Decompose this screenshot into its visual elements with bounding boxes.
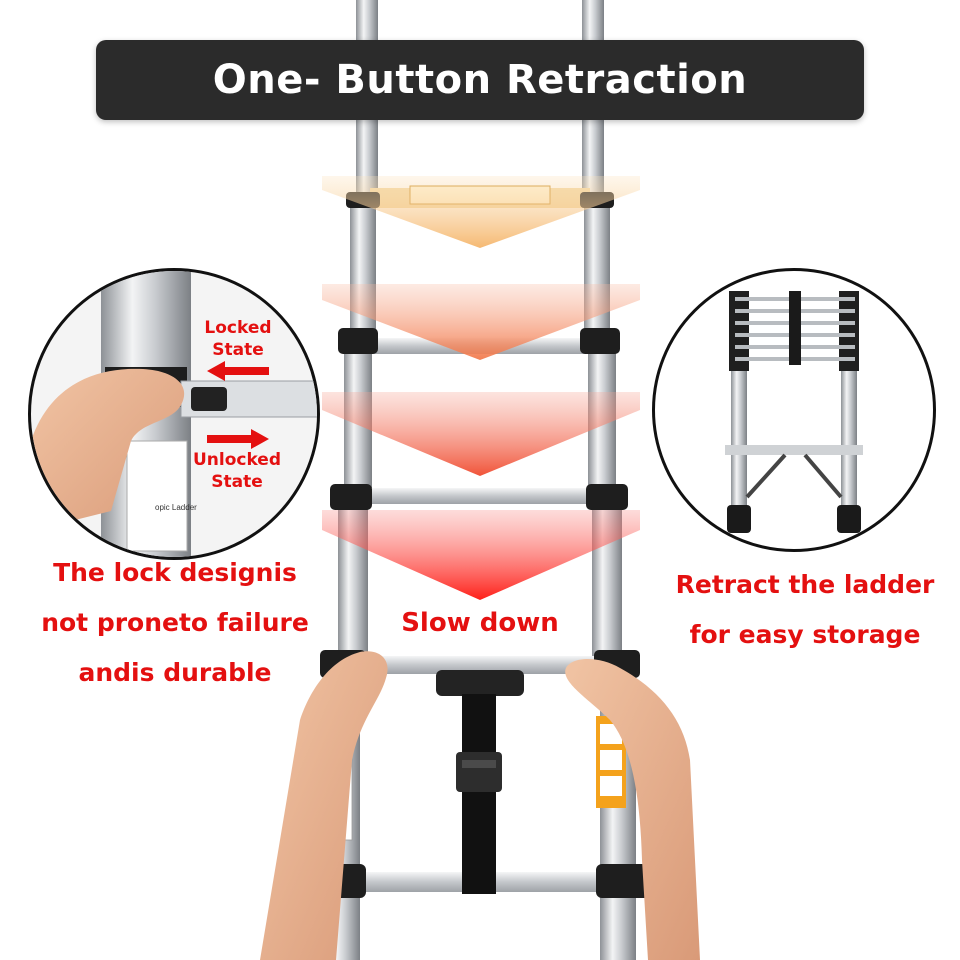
- banner-title: One- Button Retraction: [212, 57, 748, 103]
- slow-down-caption: Slow down: [401, 608, 559, 638]
- lock-caption-line-1: The lock designis: [53, 558, 297, 587]
- storage-caption-line-1: Retract the ladder: [675, 570, 935, 599]
- title-banner: One- Button Retraction: [96, 40, 864, 120]
- locked-state-label: Locked State: [204, 318, 272, 360]
- carry-handle: [436, 670, 524, 894]
- lock-detail-illustration: [31, 271, 317, 557]
- ladder-right-rail: [582, 0, 636, 960]
- lock-detail-inset: Locked State Unlocked State opic Ladder: [28, 268, 320, 560]
- left-hand: [260, 651, 388, 960]
- unlocked-arrow-icon: [207, 429, 269, 449]
- lock-caption-line-3: andis durable: [78, 658, 272, 687]
- ladder-sticker-text: opic Ladder: [155, 503, 197, 512]
- chevron-down-icon: [322, 176, 640, 600]
- retracted-ladder-inset: [652, 268, 936, 552]
- storage-caption-line-2: for easy storage: [689, 620, 921, 649]
- unlocked-state-label: Unlocked State: [192, 450, 282, 492]
- locked-arrow-icon: [207, 361, 269, 381]
- right-hand: [565, 659, 700, 960]
- retracted-ladder-illustration: [725, 291, 863, 533]
- lock-caption-line-2: not proneto failure: [41, 608, 309, 637]
